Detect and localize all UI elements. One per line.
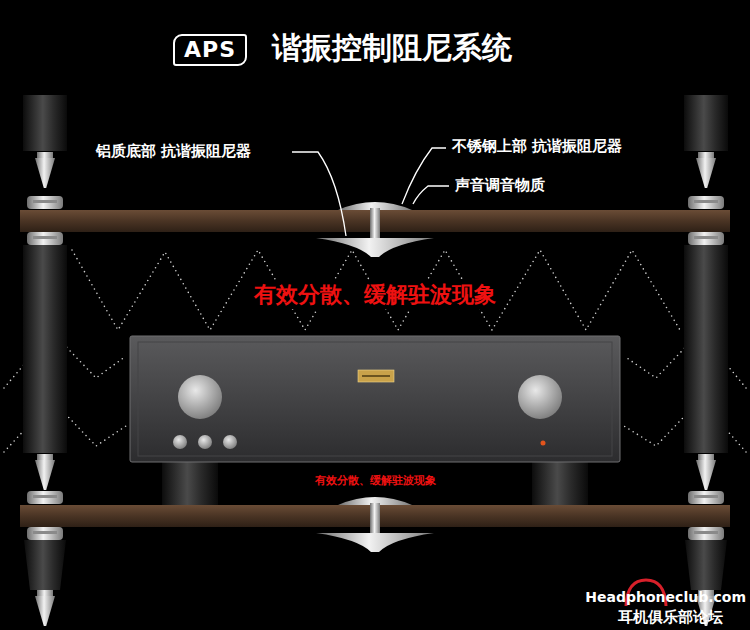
amplifier xyxy=(518,375,562,419)
part-label: 不锈钢上部 抗谐振阻尼器 xyxy=(452,138,622,155)
wave-lines xyxy=(72,250,680,330)
amplifier xyxy=(362,375,390,377)
part-label: 铝质底部 抗谐振阻尼器 xyxy=(96,143,251,160)
rack-pillar xyxy=(27,491,63,504)
amplifier xyxy=(130,336,620,505)
amplifier xyxy=(541,441,546,446)
amplifier xyxy=(358,370,394,382)
leader-line xyxy=(402,148,446,204)
amplifier xyxy=(532,460,588,505)
rack-illustration xyxy=(316,497,434,552)
rack-pillar xyxy=(27,196,63,209)
rack-pillar xyxy=(23,95,67,626)
title: 谐振控制阻尼系统 xyxy=(272,31,512,66)
amplifier xyxy=(138,342,612,456)
rack-illustration xyxy=(316,202,434,257)
badge-text: APS xyxy=(184,37,236,62)
rack-pillar xyxy=(27,527,63,540)
amplifier xyxy=(162,460,218,505)
leader-line xyxy=(292,148,449,236)
rack-pillar xyxy=(35,590,55,626)
amplifier xyxy=(198,435,212,449)
rack-pillar xyxy=(24,540,66,590)
rack-pillar xyxy=(35,454,55,490)
part-label: 声音调音物质 xyxy=(455,177,545,194)
amplifier xyxy=(178,375,222,419)
badge-box: APS xyxy=(173,34,247,66)
leader-line xyxy=(413,186,449,204)
rack-pillar xyxy=(27,232,63,245)
rack-pillar xyxy=(35,152,55,188)
amplifier xyxy=(130,336,620,462)
rack-pillar xyxy=(23,95,67,151)
watermark: Headphoneclub.com xyxy=(585,589,746,605)
leader-line xyxy=(292,152,346,236)
watermark: 耳机俱乐部论坛 xyxy=(618,609,723,626)
rack-pillar xyxy=(684,95,728,626)
effect-note: 有效分散、缓解驻波现象 xyxy=(250,281,500,308)
amplifier xyxy=(173,435,187,449)
amplifier xyxy=(223,435,237,449)
effect-note: 有效分散、缓解驻波现象 xyxy=(311,474,440,489)
rack-pillar xyxy=(23,245,67,453)
